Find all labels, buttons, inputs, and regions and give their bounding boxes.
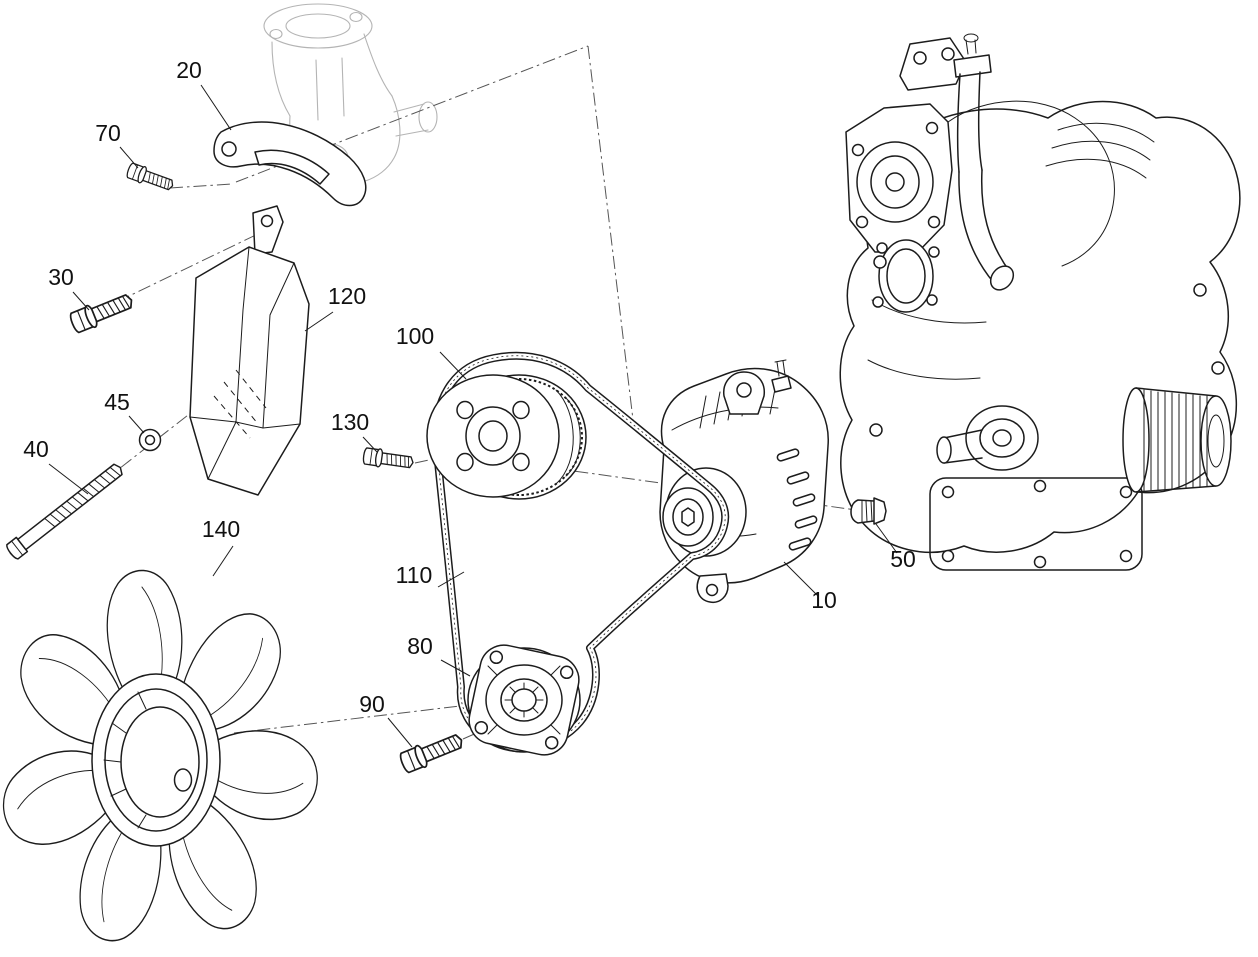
washer-45-part <box>138 428 162 452</box>
callouts: 10 20 30 40 45 50 70 80 90 100 110 120 1… <box>23 57 916 717</box>
cooling-fan-part <box>0 565 324 956</box>
bolt-90-part <box>397 728 467 776</box>
fan-pulley-part <box>426 374 587 500</box>
callout-80: 80 <box>407 633 433 659</box>
engine-block-art <box>839 33 1241 571</box>
fan-drive-hub-part <box>467 644 581 756</box>
callout-90: 90 <box>359 691 385 717</box>
callout-50: 50 <box>890 546 916 572</box>
bolt-40-part <box>4 459 127 562</box>
callout-70: 70 <box>95 120 121 146</box>
callout-110: 110 <box>396 562 433 588</box>
v-belt-part <box>432 351 730 753</box>
oil-filter-art <box>1122 387 1232 493</box>
callout-40: 40 <box>23 436 49 462</box>
callout-100: 100 <box>396 323 434 349</box>
callout-45: 45 <box>104 389 130 415</box>
plug-bolt-50-part <box>850 497 887 525</box>
bracket-part <box>213 121 367 255</box>
callout-20: 20 <box>176 57 202 83</box>
callout-120: 120 <box>328 283 366 309</box>
cover-bracket-part <box>189 246 310 496</box>
bolt-70-part <box>124 161 177 195</box>
callout-130: 130 <box>331 409 369 435</box>
leader-lines <box>48 84 898 748</box>
bolt-130-part <box>361 446 415 473</box>
bolt-30-part <box>67 288 137 336</box>
callout-10: 10 <box>811 587 837 613</box>
callout-140: 140 <box>202 516 240 542</box>
callout-30: 30 <box>48 264 74 290</box>
alternator-pulley <box>662 487 714 547</box>
